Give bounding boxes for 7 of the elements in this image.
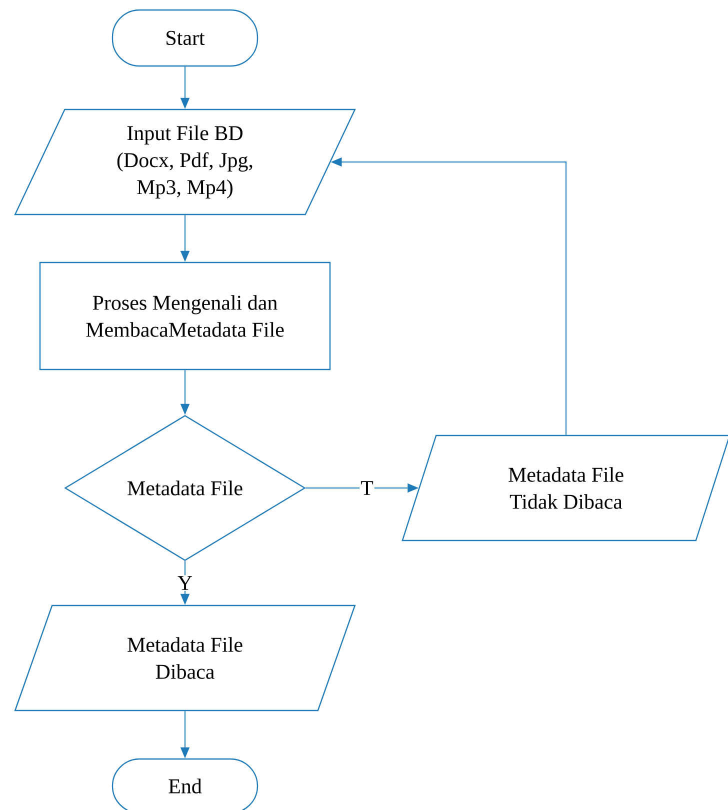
input-output-parallelogram: Metadata File Tidak Dibaca xyxy=(402,434,728,542)
edge-label: T xyxy=(360,480,374,496)
edge-label: Y xyxy=(176,575,194,591)
input-output-parallelogram: Input File BD (Docx, Pdf, Jpg, Mp3, Mp4) xyxy=(14,108,356,216)
terminal-box: End xyxy=(112,758,258,810)
process-box: Proses Mengenali dan MembacaMetadata File xyxy=(39,262,331,370)
terminal-box: Start xyxy=(112,9,258,67)
